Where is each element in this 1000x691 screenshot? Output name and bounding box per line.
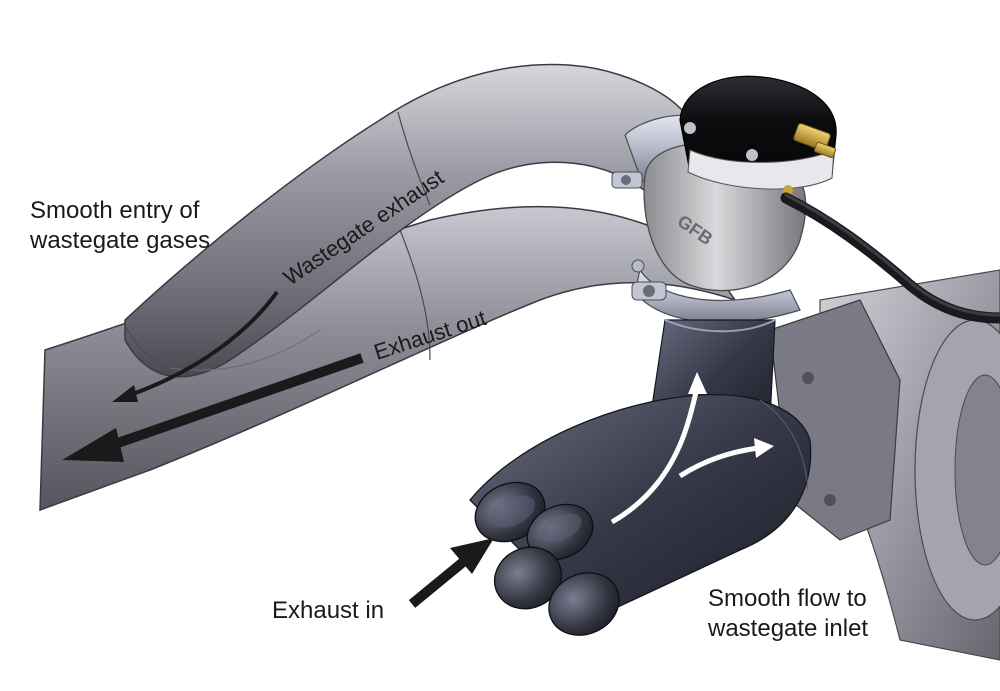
wastegate-valve-icon: GFB: [631, 75, 837, 324]
white-flow-arrows: [610, 372, 774, 525]
dark-flow-arrows: [62, 290, 494, 608]
wastegate-exhaust-arrow: [129, 290, 279, 397]
exhaust-out-arrow: [110, 353, 364, 450]
brass-fitting-icon: [793, 123, 837, 159]
flow-arrow-to-turbo: [678, 445, 759, 479]
smooth-entry-label: Smooth entry of wastegate gases: [30, 197, 211, 254]
smooth-flow-label: Smooth flow to wastegate inlet: [708, 585, 869, 642]
flow-arrow-to-wastegate: [610, 387, 700, 525]
vacuum-hose: [780, 192, 1000, 324]
exhaust-out-arrowhead: [62, 428, 124, 462]
exhaust-in-arrowhead: [450, 538, 494, 574]
exhaust-in-label: Exhaust in: [272, 597, 385, 624]
flow-arrowhead-up: [688, 372, 707, 394]
exhaust-runners: [474, 481, 620, 636]
wastegate-exhaust-arrowhead: [112, 385, 138, 402]
exhaust-in-arrow: [408, 554, 472, 608]
flow-arrowhead-right: [754, 438, 774, 458]
